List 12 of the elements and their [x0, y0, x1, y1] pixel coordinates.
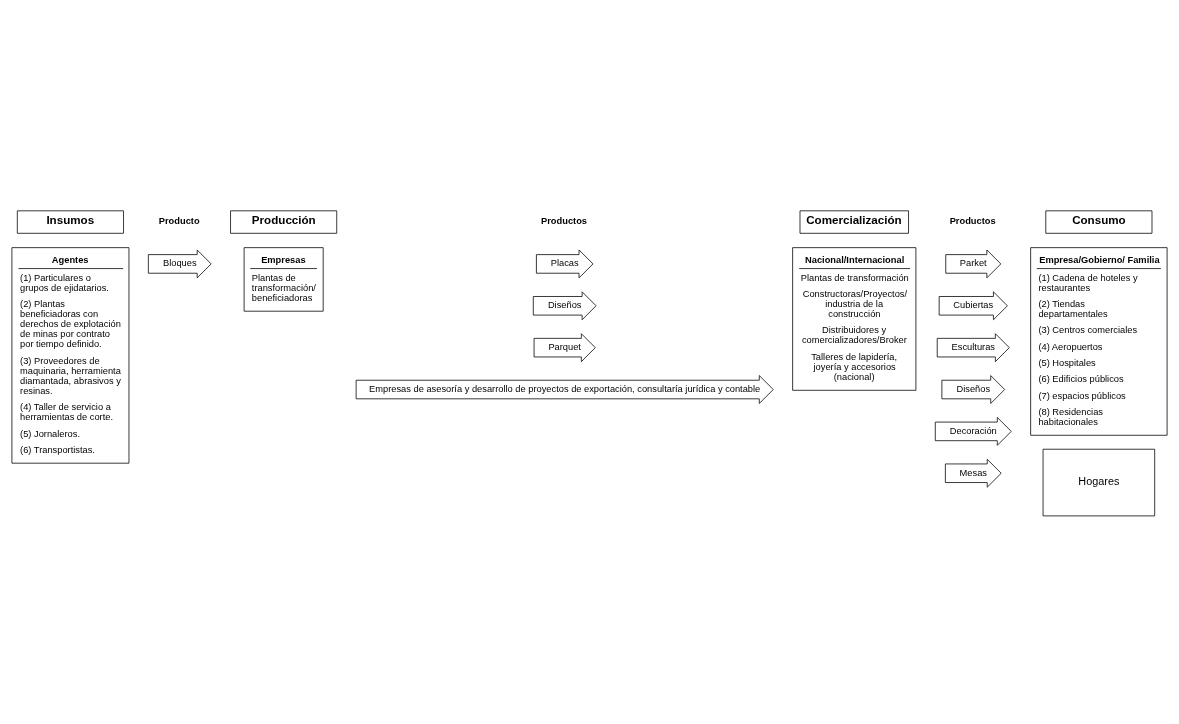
node-box: Nacional/Internacional Plantas de transformación Constructoras/Proyectos/ industria de la construcción Distribuidores y comercializadores/Broker Talleres de lapidería, joyería y accesorios (nacional)	[792, 247, 917, 391]
node-box: Agentes (1) Particulares o grupos de ejidatarios. (2) Plantas beneficiadoras con derechos de explotación de minas por contrato por tiempo definido. (3) Proveedores de maquinaria, herramienta diamantada, abrasivos y resinas. (4) Taller de servicio a herramientas de corte. (5) Jornaleros. (6) Transportistas.	[11, 247, 130, 464]
label: Productos	[541, 215, 588, 226]
node-box: Comercialización	[799, 210, 909, 234]
label: Producto	[158, 215, 200, 226]
node-box: Consumo	[1045, 210, 1153, 234]
node-box: Empresa/Gobierno/ Familia (1) Cadena de hoteles y restaurantes (2) Tiendas departamentales (3) Centros comerciales (4) Aeropuertos (5) Hospitales (6) Edificios públicos (7) espacios públicos (8) Residencias habitacionales	[1030, 247, 1168, 436]
node-box: Hogares	[1042, 448, 1156, 517]
label: Productos	[949, 215, 996, 226]
node-box: Producción	[230, 210, 338, 234]
node-box: Empresas Plantas de transformación/ beneficiadoras	[243, 247, 324, 312]
node-box: Insumos	[16, 210, 124, 234]
